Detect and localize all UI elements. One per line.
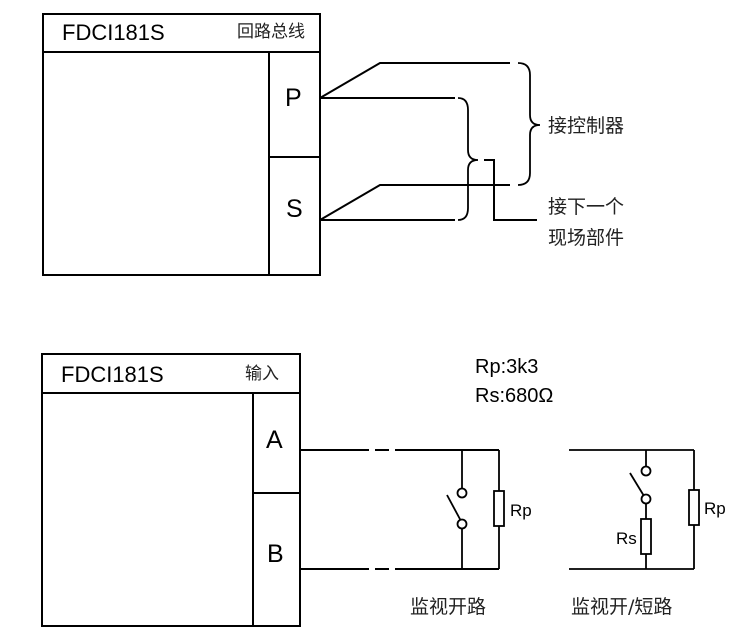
rp-spec: Rp:3k3 (475, 356, 539, 378)
input-module (41, 353, 301, 627)
rp-resistor (493, 490, 505, 527)
terminal-b: B (267, 540, 284, 568)
terminal-p: P (285, 84, 302, 112)
input-wiring (300, 449, 700, 570)
terminal-s: S (286, 195, 303, 223)
wire-s-to-controller (319, 184, 510, 221)
terminal-a: A (266, 426, 283, 454)
circuit-open-monitor (446, 450, 505, 569)
to-next-device-label-line2: 现场部件 (548, 227, 625, 249)
circuit2-rs-label: Rs (616, 529, 637, 548)
to-next-device-label-line1: 接下一个 (548, 196, 625, 218)
circuit-open-short-monitor (569, 449, 700, 570)
switch-contact-top (456, 487, 468, 499)
loop-bus-module (42, 13, 321, 276)
switch-contact-bottom (456, 518, 468, 530)
loop-bus-wiring (319, 62, 541, 221)
rs-spec: Rs:680Ω (475, 385, 554, 407)
wire-p-to-controller (319, 62, 510, 99)
controller-brace (517, 62, 541, 186)
circuit1-rp-label: Rp (510, 501, 532, 520)
module-title: FDCI181S (62, 20, 165, 45)
module-outline (42, 13, 321, 276)
switch-blade (629, 472, 645, 497)
circuit1-caption: 监视开路 (410, 596, 487, 618)
rs-resistor (640, 518, 652, 555)
module-header-tag: 回路总线 (237, 22, 305, 42)
rp-resistor (688, 489, 700, 526)
module-header-tag: 输入 (245, 364, 279, 384)
module-outline (41, 353, 301, 627)
circuit2-caption: 监视开/短路 (571, 596, 673, 618)
switch-contact-bottom (640, 493, 652, 505)
to-controller-label: 接控制器 (548, 115, 625, 137)
next-device-brace (457, 97, 479, 221)
switch-blade (446, 494, 462, 522)
switch-contact-top (640, 465, 652, 477)
next-device-lead (484, 159, 537, 221)
circuit2-rp-label: Rp (704, 499, 726, 518)
module-title: FDCI181S (61, 362, 164, 387)
